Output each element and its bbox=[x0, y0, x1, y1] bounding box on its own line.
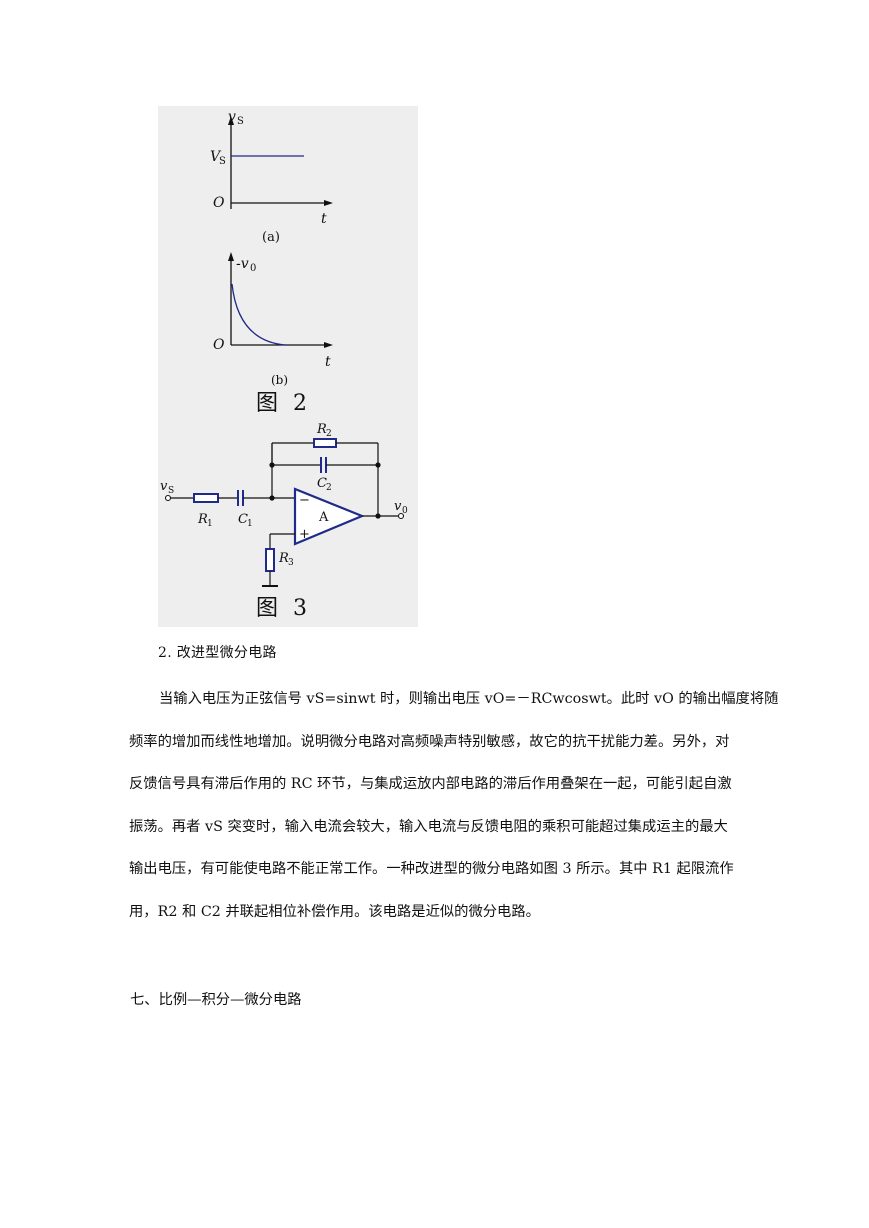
fig-a-x-arrow bbox=[324, 200, 333, 206]
fig-b-origin: O bbox=[213, 337, 225, 353]
fig2-title: 图 2 bbox=[256, 391, 311, 416]
fig-a-x-label: t bbox=[321, 211, 327, 227]
fig-a-y-sub: S bbox=[237, 116, 244, 127]
node-feedback-right bbox=[375, 462, 381, 468]
input-sub: S bbox=[168, 486, 174, 496]
figure-panel: v S V S O t (a) -v 0 O t (b) 图 2 bbox=[158, 106, 418, 627]
r3-sub: 3 bbox=[288, 558, 294, 568]
fig-b-y-label: -v bbox=[236, 256, 249, 272]
figure-b: -v 0 O t (b) bbox=[213, 252, 333, 387]
figure-a: v S V S O t (a) bbox=[210, 109, 333, 245]
output-sub: 0 bbox=[402, 506, 408, 516]
paragraph-line: 输出电压，有可能使电路不能正常工作。一种改进型的微分电路如图 3 所示。其中 R… bbox=[129, 861, 734, 877]
fig-a-y-label: v bbox=[228, 109, 236, 125]
fig-a-origin: O bbox=[213, 195, 225, 211]
opamp-plus: + bbox=[299, 527, 310, 542]
body-paragraph: 当输入电压为正弦信号 vS=sinwt 时，则输出电压 vO=－RCwcoswt… bbox=[129, 678, 779, 933]
fig-a-level-sub: S bbox=[219, 156, 226, 167]
fig-b-caption: (b) bbox=[271, 373, 288, 387]
opamp-triangle bbox=[293, 487, 365, 546]
paragraph-line: 反馈信号具有滞后作用的 RC 环节，与集成运放内部电路的滞后作用叠架在一起，可能… bbox=[129, 776, 732, 792]
fig-a-caption: (a) bbox=[262, 230, 280, 245]
output-label: v bbox=[394, 499, 402, 514]
c2-sub: 2 bbox=[326, 483, 332, 493]
next-section-heading: 七、比例—积分—微分电路 bbox=[130, 992, 302, 1008]
r1-resistor bbox=[193, 493, 219, 503]
paragraph-line: 振荡。再者 vS 突变时，输入电流会较大，输入电流与反馈电阻的乘积可能超过集成运… bbox=[129, 818, 728, 835]
section-heading: 2. 改进型微分电路 bbox=[158, 645, 277, 661]
r2-label: R bbox=[316, 422, 327, 437]
paragraph-line: 当输入电压为正弦信号 vS=sinwt 时，则输出电压 vO=－RCwcoswt… bbox=[159, 691, 779, 707]
paragraph-line: 频率的增加而线性地增加。说明微分电路对高频噪声特别敏感，故它的抗干扰能力差。另外… bbox=[129, 733, 730, 750]
r1-sub: 1 bbox=[207, 519, 213, 529]
fig-b-y-arrow bbox=[228, 252, 234, 261]
r2-resistor bbox=[313, 438, 337, 448]
r2-sub: 2 bbox=[326, 429, 332, 439]
fig-a-level-label: V bbox=[210, 149, 222, 165]
fig3-title: 图 3 bbox=[256, 596, 311, 621]
fig-b-x-arrow bbox=[324, 342, 333, 348]
fig-b-y-sub: 0 bbox=[250, 263, 256, 274]
input-label: v bbox=[160, 479, 168, 494]
r1-label: R bbox=[197, 512, 208, 527]
input-terminal bbox=[164, 494, 172, 502]
figures-svg: v S V S O t (a) -v 0 O t (b) 图 2 bbox=[160, 109, 408, 621]
circuit-figure: A − + v S v 0 R 1 C 1 R 2 C 2 R bbox=[160, 422, 408, 587]
opamp-label: A bbox=[318, 510, 329, 525]
c1-label: C bbox=[238, 512, 248, 527]
fig-b-x-label: t bbox=[325, 354, 331, 370]
r3-label: R bbox=[278, 551, 289, 566]
fig-b-decay-curve bbox=[231, 283, 286, 346]
r3-resistor bbox=[265, 548, 275, 572]
paragraph-line: 用，R2 和 C2 并联起相位补偿作用。该电路是近似的微分电路。 bbox=[129, 903, 540, 920]
c2-label: C bbox=[317, 476, 327, 491]
opamp-minus: − bbox=[299, 493, 310, 508]
c1-sub: 1 bbox=[247, 519, 253, 529]
output-terminal bbox=[397, 512, 405, 520]
fig-a-y-arrow bbox=[228, 116, 234, 125]
node-output bbox=[375, 513, 381, 519]
